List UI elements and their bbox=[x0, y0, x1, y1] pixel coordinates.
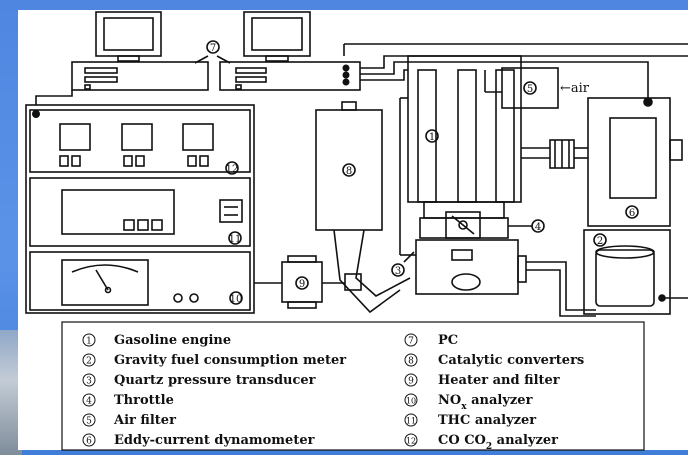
pc-left bbox=[71, 11, 209, 91]
legend-item-3: 3 Quartz pressure transducer bbox=[82, 373, 316, 388]
legend-label: Throttle bbox=[114, 393, 174, 408]
legend-item-9: 9 Heater and filter bbox=[404, 373, 560, 388]
legend-item-10: 10 NOx analyzer bbox=[404, 393, 533, 412]
svg-text:4: 4 bbox=[535, 222, 541, 233]
legend-item-6: 6 Eddy-current dynamometer bbox=[82, 433, 315, 448]
svg-text:12: 12 bbox=[226, 164, 239, 175]
svg-text:10: 10 bbox=[406, 397, 416, 406]
legend-item-11: 11 THC analyzer bbox=[404, 413, 536, 428]
svg-text:NOx analyzer: NOx analyzer bbox=[438, 393, 533, 412]
legend: 1 Gasoline engine 2 Gravity fuel consumptio… bbox=[82, 333, 584, 448]
legend-item-12: 12 CO CO2 analyzer bbox=[404, 433, 558, 452]
legend-number-circle bbox=[404, 413, 418, 427]
legend-number-circle bbox=[82, 413, 96, 427]
legend-item-1: 1 Gasoline engine bbox=[82, 333, 231, 348]
legend-label: Gravity fuel consumption meter bbox=[114, 353, 346, 368]
legend-label: Quartz pressure transducer bbox=[114, 373, 316, 388]
svg-text:6: 6 bbox=[629, 208, 635, 219]
air-inlet-label: ←air bbox=[560, 81, 590, 96]
legend-number-circle bbox=[82, 353, 96, 367]
legend-label: PC bbox=[438, 333, 458, 348]
legend-number: 7 bbox=[408, 337, 414, 347]
legend-item-5: 5 Air filter bbox=[82, 413, 176, 428]
legend-number-circle bbox=[404, 373, 418, 387]
legend-number: 5 bbox=[86, 417, 92, 427]
legend-number-circle bbox=[82, 373, 96, 387]
legend-label: Heater and filter bbox=[438, 373, 560, 388]
legend-number: 3 bbox=[86, 377, 92, 387]
legend-number: 4 bbox=[86, 397, 92, 407]
svg-text:5: 5 bbox=[527, 84, 533, 95]
legend-item-7: 7 PC bbox=[404, 333, 458, 348]
legend-number-circle bbox=[82, 393, 96, 407]
legend-item-4: 4 Throttle bbox=[82, 393, 174, 408]
svg-text:CO CO2 analyzer: CO CO2 analyzer bbox=[438, 433, 558, 452]
svg-text:9: 9 bbox=[299, 279, 305, 290]
legend-label: Gasoline engine bbox=[114, 333, 231, 348]
pc-right bbox=[219, 11, 361, 91]
legend-number: 8 bbox=[408, 357, 414, 367]
svg-text:8: 8 bbox=[346, 166, 352, 177]
svg-text:1: 1 bbox=[429, 132, 435, 143]
svg-text:11: 11 bbox=[229, 234, 242, 245]
svg-text:3: 3 bbox=[395, 266, 401, 277]
legend-number-circle bbox=[404, 333, 418, 347]
svg-text:10: 10 bbox=[230, 294, 243, 305]
legend-item-2: 2 Gravity fuel consumption meter bbox=[82, 353, 346, 368]
legend-number: 6 bbox=[86, 437, 92, 447]
legend-number: 11 bbox=[406, 417, 416, 426]
svg-text:7: 7 bbox=[210, 43, 216, 54]
legend-item-8: 8 Catalytic converters bbox=[404, 353, 584, 368]
legend-number-circle bbox=[82, 433, 96, 447]
legend-label: Catalytic converters bbox=[438, 353, 584, 368]
legend-number: 2 bbox=[86, 357, 92, 367]
background-photo-strip bbox=[0, 330, 22, 455]
svg-text:2: 2 bbox=[597, 236, 603, 247]
legend-label: Eddy-current dynamometer bbox=[114, 433, 315, 448]
legend-label: THC analyzer bbox=[438, 413, 536, 428]
legend-number: 1 bbox=[86, 337, 92, 347]
svg-text:12: 12 bbox=[406, 437, 416, 446]
legend-number: 9 bbox=[408, 377, 414, 387]
legend-number-circle bbox=[82, 333, 96, 347]
legend-number-circle bbox=[404, 353, 418, 367]
legend-label: Air filter bbox=[113, 413, 176, 428]
